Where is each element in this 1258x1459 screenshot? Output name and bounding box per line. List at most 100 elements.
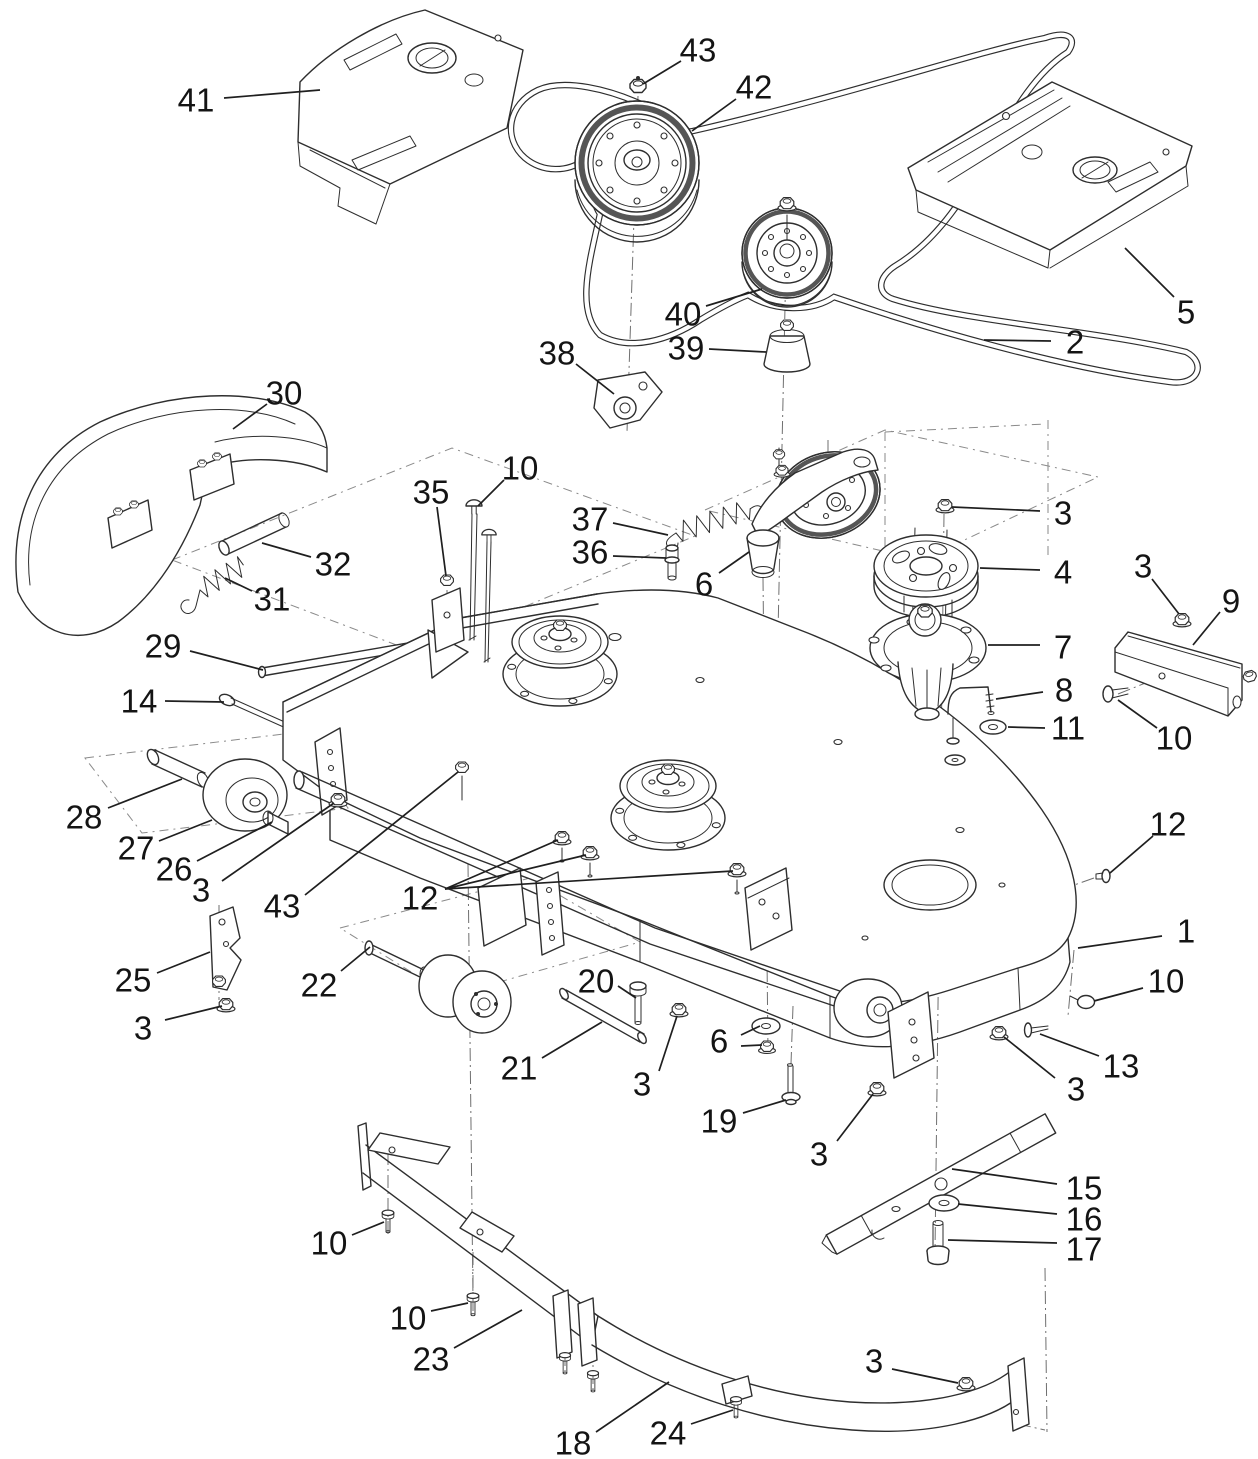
striker-bracket-9 bbox=[1114, 631, 1243, 717]
leader-line-3 bbox=[1151, 578, 1180, 615]
caster-axle-28 bbox=[146, 748, 210, 789]
callout-label-35-11: 35 bbox=[413, 474, 450, 511]
leader-line-42 bbox=[691, 98, 737, 132]
leader-line-12 bbox=[444, 839, 559, 890]
leader-line-12 bbox=[1109, 835, 1154, 874]
callout-label-14-26: 14 bbox=[121, 683, 158, 720]
nut-43-stud bbox=[636, 76, 640, 80]
leader-line-3 bbox=[164, 1005, 223, 1021]
nut-3-spindle bbox=[935, 499, 955, 514]
bolts-10-upper bbox=[465, 499, 497, 663]
callout-label-10-43: 10 bbox=[1148, 963, 1185, 1000]
leader-line-38 bbox=[575, 363, 615, 395]
leader-line-3 bbox=[836, 1093, 874, 1142]
rear-roller bbox=[833, 978, 935, 1079]
callout-label-38-7: 38 bbox=[539, 335, 576, 372]
leader-line-37 bbox=[612, 522, 669, 536]
washer-11 bbox=[979, 719, 1007, 735]
leader-line-3 bbox=[951, 506, 1041, 512]
leader-line-16 bbox=[957, 1203, 1058, 1215]
leader-line-43 bbox=[642, 60, 682, 85]
leader-line-10 bbox=[477, 479, 505, 507]
nut-3-bracket25 bbox=[216, 998, 236, 1013]
anti-scalp-bracket-25 bbox=[209, 905, 242, 1000]
nut-35 bbox=[440, 574, 454, 586]
callout-label-37-13: 37 bbox=[572, 501, 609, 538]
leader-line-6 bbox=[718, 551, 750, 574]
callout-label-4-17: 4 bbox=[1054, 554, 1072, 591]
callout-label-17-48: 17 bbox=[1066, 1231, 1103, 1268]
front-baffle-23 bbox=[357, 1122, 599, 1367]
callout-label-10-12: 10 bbox=[502, 450, 539, 487]
leader-line-30 bbox=[232, 403, 268, 430]
callout-label-3-49: 3 bbox=[865, 1343, 883, 1380]
callout-label-40-5: 40 bbox=[665, 296, 702, 333]
callout-label-21-37: 21 bbox=[501, 1050, 538, 1087]
callout-label-3-16: 3 bbox=[1054, 495, 1072, 532]
callout-label-15-46: 15 bbox=[1066, 1170, 1103, 1207]
leader-line-29 bbox=[189, 650, 264, 671]
leader-line-3 bbox=[891, 1368, 959, 1384]
idler-arm-6 bbox=[746, 447, 881, 578]
callout-label-10-50: 10 bbox=[311, 1225, 348, 1262]
callout-label-10-23: 10 bbox=[1156, 720, 1193, 757]
callout-label-28-27: 28 bbox=[66, 799, 103, 836]
leader-line-28 bbox=[107, 778, 183, 809]
leader-line-15 bbox=[951, 1168, 1058, 1185]
callout-label-3-33: 3 bbox=[134, 1010, 152, 1047]
grass-deflector bbox=[15, 395, 328, 637]
callout-label-13-44: 13 bbox=[1103, 1048, 1140, 1085]
leader-line-3 bbox=[221, 802, 335, 882]
leader-line-10 bbox=[1117, 699, 1158, 729]
nut-43-top bbox=[629, 78, 647, 94]
leader-line-20 bbox=[617, 985, 637, 999]
leader-line-27 bbox=[158, 819, 213, 842]
callout-label-9-22: 9 bbox=[1222, 583, 1240, 620]
callout-label-3-41: 3 bbox=[810, 1136, 828, 1173]
bolt-12-right bbox=[1095, 868, 1111, 884]
leader-line-26 bbox=[196, 821, 273, 862]
leader-line-41 bbox=[223, 89, 321, 99]
leader-line-8 bbox=[995, 691, 1044, 700]
bolt-20 bbox=[629, 981, 647, 1025]
callout-label-10-51: 10 bbox=[390, 1300, 427, 1337]
rod-21 bbox=[559, 987, 647, 1045]
washer-and-nut-6 bbox=[751, 1017, 781, 1055]
callout-label-3-38: 3 bbox=[633, 1066, 651, 1103]
leader-line-35 bbox=[436, 506, 447, 577]
callout-label-3-30: 3 bbox=[192, 872, 210, 909]
callout-label-30-8: 30 bbox=[266, 375, 303, 412]
leader-line-22 bbox=[340, 946, 371, 972]
callout-label-11-20: 11 bbox=[1051, 710, 1085, 747]
blade-bolt-17 bbox=[926, 1220, 950, 1266]
leader-line-1 bbox=[1077, 935, 1163, 949]
nut-bracket-end bbox=[1241, 668, 1258, 684]
callout-label-1-42: 1 bbox=[1177, 913, 1195, 950]
leader-line-11 bbox=[1007, 726, 1046, 729]
front-roller-22 bbox=[364, 940, 512, 1034]
callout-label-23-52: 23 bbox=[413, 1341, 450, 1378]
leader-line-2 bbox=[983, 339, 1052, 342]
spring-31 bbox=[180, 556, 244, 614]
callout-label-18-53: 18 bbox=[555, 1425, 592, 1459]
callout-label-24-54: 24 bbox=[650, 1415, 687, 1452]
leader-line-5 bbox=[1124, 247, 1175, 298]
callout-layer: 4143425240393830323135103736634781139101… bbox=[66, 32, 1241, 1459]
leader-line-10 bbox=[430, 1302, 469, 1312]
bolt-19 bbox=[781, 1063, 801, 1106]
callout-label-16-47: 16 bbox=[1066, 1201, 1103, 1238]
belt-cover-right bbox=[907, 81, 1193, 269]
leader-line-9 bbox=[1192, 611, 1221, 646]
callout-label-7-18: 7 bbox=[1054, 629, 1072, 666]
pulley-large bbox=[574, 100, 700, 243]
carriage-bolt-10-bracket bbox=[1102, 685, 1129, 703]
mower-blade-15 bbox=[821, 1113, 1057, 1255]
blade-washer-16 bbox=[928, 1194, 960, 1212]
leader-line-4 bbox=[979, 567, 1041, 571]
spindle-exploded-right bbox=[868, 527, 987, 721]
callout-label-20-36: 20 bbox=[578, 963, 615, 1000]
callout-label-39-6: 39 bbox=[668, 330, 705, 367]
nut-above-idler bbox=[777, 197, 797, 212]
leader-line-18 bbox=[595, 1381, 670, 1433]
